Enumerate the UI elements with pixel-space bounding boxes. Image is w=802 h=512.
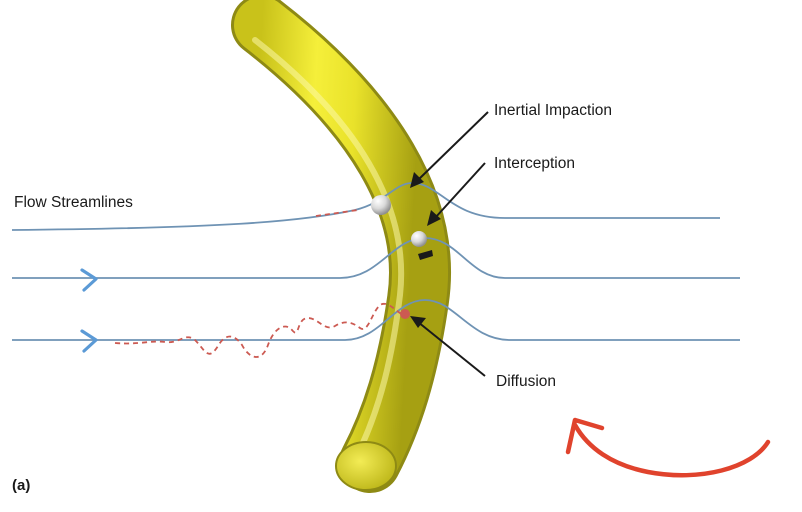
curved-arrow-icon	[575, 425, 768, 475]
diffusion-brownian-path	[115, 304, 405, 357]
label-inertial-impaction: Inertial Impaction	[494, 102, 612, 119]
rotation-arrow	[568, 420, 768, 475]
fiber	[255, 25, 420, 490]
fiber-end-cap	[336, 442, 396, 490]
flow-arrows	[82, 270, 96, 351]
label-flow-streamlines: Flow Streamlines	[14, 194, 133, 211]
label-interception: Interception	[494, 155, 575, 172]
interception-particle	[411, 231, 427, 247]
interception-pointer	[435, 163, 485, 218]
flow-arrow-icon	[82, 270, 96, 290]
brownian-paths	[115, 210, 405, 357]
streamline-bottom	[12, 300, 740, 340]
inertial-impaction-particle	[371, 195, 391, 215]
panel-label: (a)	[12, 477, 30, 494]
diffusion-particle	[400, 309, 410, 319]
label-diffusion: Diffusion	[496, 373, 556, 390]
flow-arrow-icon	[82, 331, 96, 351]
streamline-middle	[12, 238, 740, 278]
labels: Flow Streamlines Inertial Impaction Inte…	[12, 102, 612, 494]
